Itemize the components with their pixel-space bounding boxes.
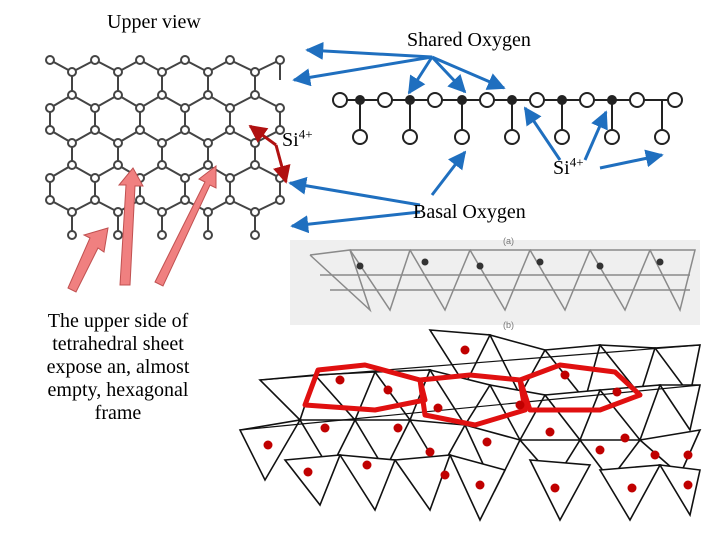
side-view-chain [332,92,683,145]
tetrahedral-sheet [238,329,702,522]
tetrahedra-side-photo: (a) (b) [290,236,700,330]
si-label-right: Si4+ [553,155,584,179]
shared-oxygen-label: Shared Oxygen [407,29,531,51]
photo-label-a: (a) [503,236,514,246]
pink-arrows [67,164,217,293]
si-red-arrows [248,124,291,184]
photo-label-b: (b) [503,320,514,330]
blue-arrows [288,41,664,234]
basal-oxygen-label: Basal Oxygen [413,201,526,223]
si-left-symbol: Si [282,129,299,151]
red-dots [263,345,693,493]
hexagonal-frame-caption: The upper side of tetrahedral sheet expo… [46,310,190,424]
si-label-left: Si4+ [282,127,313,151]
si-right-charge: 4+ [569,154,584,170]
hexagonal-frame [302,362,643,428]
upper-view-network [45,55,285,240]
si-left-charge: 4+ [298,126,313,142]
si-right-symbol: Si [553,157,570,179]
upper-view-label: Upper view [107,11,201,33]
